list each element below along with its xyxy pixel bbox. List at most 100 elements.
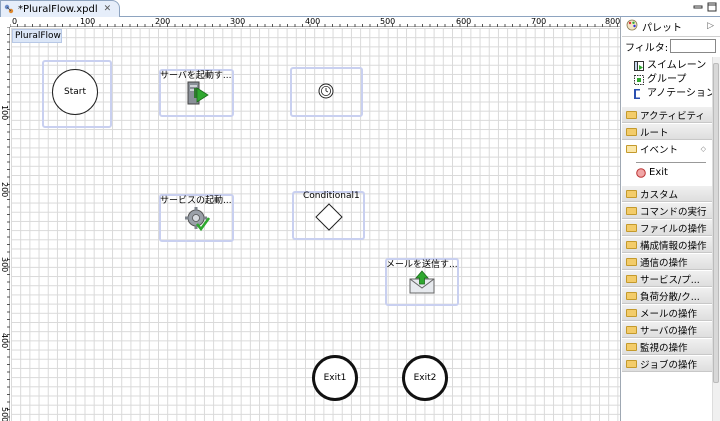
ruler-label: 300 — [230, 17, 246, 26]
exit-event-icon — [636, 168, 646, 178]
drawer-communication[interactable]: 通信の操作 — [622, 253, 720, 270]
activity-label: サービスの起動... — [160, 196, 232, 206]
drawer-label: メールの操作 — [640, 308, 698, 320]
editor-tab-bar: *PluralFlow.xpdl ✕ — [0, 0, 720, 17]
folder-icon — [626, 189, 637, 198]
drawer-service[interactable]: サービス/プ... — [622, 270, 720, 287]
palette-collapse-icon[interactable]: ▷ — [707, 21, 714, 31]
drawer-route[interactable]: ルート — [622, 123, 720, 140]
drawer-monitor[interactable]: 監視の操作 — [622, 338, 720, 355]
send-mail-icon — [408, 270, 436, 297]
tool-label: グループ — [647, 74, 687, 85]
activity-label: サーバを起動す... — [160, 71, 232, 81]
process-file-icon — [4, 4, 14, 14]
ruler-label: 200 — [0, 182, 9, 198]
folder-icon — [626, 342, 637, 351]
activity-send-mail[interactable] — [385, 258, 459, 306]
drawer-label: 通信の操作 — [640, 257, 688, 269]
drawer-custom[interactable]: カスタム — [622, 185, 720, 202]
ruler-label: 0 — [12, 17, 18, 26]
drawer-label: ファイルの操作 — [640, 223, 707, 235]
exit-event-1[interactable]: Exit1 — [312, 355, 358, 401]
palette-scrollbar[interactable] — [712, 57, 720, 421]
pool-label[interactable]: PluralFlow — [12, 29, 62, 43]
folder-open-icon — [626, 145, 637, 153]
filter-input[interactable] — [670, 39, 717, 53]
drawer-event[interactable]: イベント ◇ — [622, 140, 720, 157]
drawer-label: サービス/プ... — [640, 274, 700, 286]
diagram-canvas[interactable]: 0 100 200 300 400 500 600 700 800 100 20… — [0, 17, 621, 421]
activity-start-server[interactable] — [159, 69, 234, 117]
palette-panel: パレット ▷ フィルタ: スイムレーン グループ アノテーション アクティビティ… — [622, 17, 720, 421]
start-event[interactable]: Start — [52, 69, 98, 115]
drawer-job[interactable]: ジョブの操作 — [622, 355, 720, 372]
service-gear-icon — [183, 206, 211, 235]
folder-icon — [626, 359, 637, 368]
tool-group[interactable]: グループ — [622, 73, 720, 87]
drawer-label: 監視の操作 — [640, 342, 688, 354]
drawer-separator — [636, 157, 706, 163]
activity-label: メールを送信す... — [386, 260, 458, 270]
folder-icon — [626, 308, 637, 317]
ruler-corner — [0, 17, 10, 27]
editor-tab[interactable]: *PluralFlow.xpdl ✕ — [0, 0, 120, 17]
minimize-icon[interactable] — [692, 1, 704, 13]
drawer-label: 負荷分散/ク... — [640, 291, 700, 303]
drawer-label: コマンドの実行 — [640, 206, 707, 218]
drawer-label: サーバの操作 — [640, 325, 697, 337]
ruler-label: 400 — [0, 333, 9, 349]
drawer-label: カスタム — [640, 189, 679, 201]
tool-label: アノテーション — [647, 88, 716, 99]
ruler-label: 100 — [80, 17, 96, 26]
drawer-activity[interactable]: アクティビティ — [622, 106, 720, 123]
maximize-icon[interactable] — [706, 1, 718, 13]
start-node-frame[interactable] — [42, 60, 112, 128]
activity-start-service[interactable] — [159, 194, 234, 242]
collapse-arrows-icon[interactable]: ◇ — [700, 145, 706, 153]
drawer-label: ルート — [640, 127, 669, 139]
folder-icon — [626, 127, 637, 136]
ruler-label: 700 — [531, 17, 547, 26]
folder-icon — [626, 223, 637, 232]
palette-icon — [626, 19, 638, 34]
palette-filter: フィルタ: — [622, 37, 720, 55]
drawer-file[interactable]: ファイルの操作 — [622, 219, 720, 236]
drawer-label: アクティビティ — [640, 110, 705, 122]
drawer-load-balance[interactable]: 負荷分散/ク... — [622, 287, 720, 304]
drawer-server[interactable]: サーバの操作 — [622, 321, 720, 338]
palette-header[interactable]: パレット ▷ — [622, 17, 720, 37]
ruler-label: 200 — [155, 17, 171, 26]
drawer-mail[interactable]: メールの操作 — [622, 304, 720, 321]
drawer-label: イベント — [640, 145, 679, 156]
vertical-ruler: 100 200 300 400 500 — [0, 27, 10, 421]
timer-event-frame[interactable] — [290, 67, 363, 117]
ruler-label: 400 — [305, 17, 321, 26]
tool-label: スイムレーン — [647, 60, 707, 71]
drawer-label: ジョブの操作 — [640, 359, 698, 371]
swimlane-icon — [634, 61, 644, 71]
filter-label: フィルタ: — [625, 42, 669, 54]
exit-event-2[interactable]: Exit2 — [402, 355, 448, 401]
ruler-label: 100 — [0, 105, 9, 121]
ruler-label: 600 — [456, 17, 472, 26]
timer-icon[interactable] — [318, 83, 334, 102]
horizontal-ruler: 0 100 200 300 400 500 600 700 800 — [10, 17, 621, 27]
diamond-gateway-icon[interactable] — [315, 203, 343, 234]
drawer-command[interactable]: コマンドの実行 — [622, 202, 720, 219]
scrollbar-thumb[interactable] — [713, 63, 719, 383]
ruler-label: 800 — [605, 17, 621, 26]
folder-icon — [626, 274, 637, 283]
tool-swimlane[interactable]: スイムレーン — [622, 59, 720, 73]
ruler-label: 500 — [380, 17, 396, 26]
tool-annotation[interactable]: アノテーション — [622, 87, 720, 101]
tool-exit[interactable]: Exit — [622, 166, 720, 180]
folder-icon — [626, 325, 637, 334]
canvas-grid[interactable] — [11, 28, 620, 421]
tool-label: Exit — [649, 167, 668, 178]
conditional-gateway-frame[interactable] — [292, 191, 365, 240]
folder-icon — [626, 206, 637, 215]
folder-icon — [626, 257, 637, 266]
close-icon[interactable]: ✕ — [103, 4, 112, 14]
drawer-config[interactable]: 構成情報の操作 — [622, 236, 720, 253]
tab-title: *PluralFlow.xpdl — [18, 3, 98, 15]
